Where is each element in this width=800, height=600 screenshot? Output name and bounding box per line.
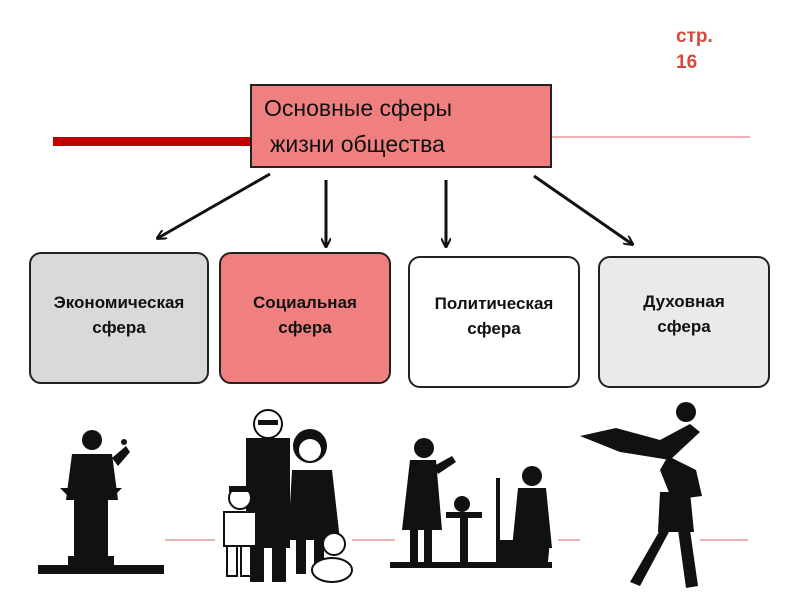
red-bar — [53, 137, 252, 146]
arrow-economic — [158, 172, 271, 238]
family-silhouette-icon — [223, 409, 353, 583]
page-ref-number: 16 — [676, 52, 698, 73]
conversation-silhouette-icon — [390, 438, 552, 568]
dancers-silhouette-icon — [580, 402, 702, 588]
main-sphere-line1: Основные сферы — [264, 95, 453, 121]
spiritual-sphere-line1: Духовная — [643, 292, 725, 311]
political-sphere-line2: сфера — [467, 319, 521, 338]
economic-sphere-box: Экономическая сфера — [29, 252, 209, 384]
spiritual-sphere-line2: сфера — [657, 317, 711, 336]
page-ref-label: стр. — [676, 26, 713, 47]
political-sphere-line1: Политическая — [434, 294, 554, 313]
economic-sphere-line1: Экономическая — [53, 293, 185, 312]
social-sphere-line1: Социальная — [253, 293, 357, 312]
main-sphere-box: Основные сферы жизни общества — [250, 84, 552, 168]
arrow-spiritual — [533, 174, 632, 244]
page-reference: стр. 16 — [676, 24, 756, 76]
speaker-silhouette-icon — [38, 430, 164, 574]
political-sphere-box: Политическая сфера — [408, 256, 580, 388]
social-sphere-line2: сфера — [278, 318, 332, 337]
main-sphere-line2: жизни общества — [270, 131, 445, 157]
social-sphere-box: Социальная сфера — [219, 252, 391, 384]
spiritual-sphere-box: Духовная сфера — [598, 256, 770, 388]
economic-sphere-line2: сфера — [92, 318, 146, 337]
